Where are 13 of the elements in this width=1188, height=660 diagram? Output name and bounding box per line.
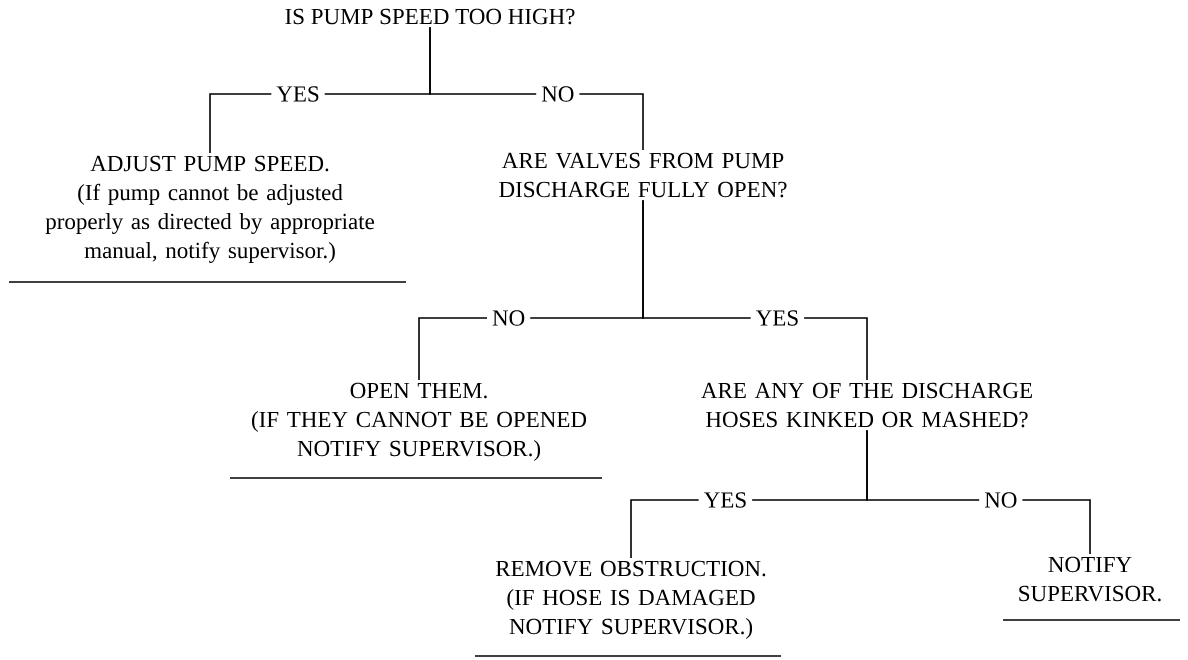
edge-label: NO [487, 305, 531, 331]
action-text: ADJUST PUMP SPEED. (If pump cannot be adjusted properly as directed by appropriate manual, notify supervisor.) [45, 155, 374, 263]
question-text: ARE VALVES FROM PUMP DISCHARGE FULLY OPEN? [499, 152, 787, 198]
edge-label: NO [979, 487, 1023, 513]
action-text: NOTIFY SUPERVISOR. [1019, 556, 1161, 602]
edge-label: YES [698, 487, 753, 513]
question-text: IS PUMP SPEED TOO HIGH? [285, 8, 575, 25]
edge-label: YES [271, 81, 325, 107]
question-text: ARE ANY OF THE DISCHARGE HOSES KINKED OR MASHED? [701, 382, 1032, 428]
edge-label: NO [536, 81, 580, 107]
edge-label: YES [750, 305, 805, 331]
action-text: REMOVE OBSTRUCTION. (IF HOSE IS DAMAGED NOTIFY SUPERVISOR.) [495, 560, 766, 639]
action-text: OPEN THEM. (IF THEY CANNOT BE OPENED NOTIFY SUPERVISOR.) [252, 382, 587, 461]
